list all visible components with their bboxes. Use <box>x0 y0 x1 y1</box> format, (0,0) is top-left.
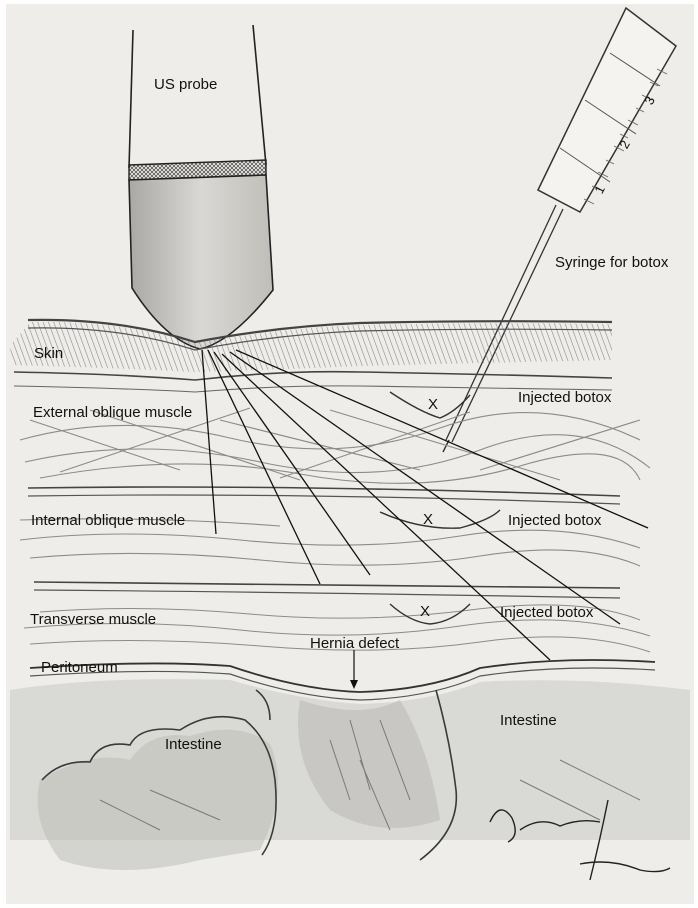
label-injected-botox-2: Injected botox <box>508 513 601 528</box>
us-probe <box>129 25 273 349</box>
label-external-oblique: External oblique muscle <box>33 405 192 420</box>
syringe <box>443 8 676 452</box>
label-intestine-left: Intestine <box>165 737 222 752</box>
injection-mark-2: X <box>423 512 433 527</box>
label-us-probe: US probe <box>154 77 217 92</box>
label-injected-botox-1: Injected botox <box>518 390 611 405</box>
label-hernia-defect: Hernia defect <box>310 636 399 651</box>
internal-oblique-boundary <box>34 582 620 598</box>
skin-layer <box>10 320 612 392</box>
label-internal-oblique: Internal oblique muscle <box>31 513 185 528</box>
label-peritoneum: Peritoneum <box>41 660 118 675</box>
label-transverse: Transverse muscle <box>30 612 156 627</box>
label-skin: Skin <box>34 346 63 361</box>
injection-mark-3: X <box>420 604 430 619</box>
label-injected-botox-3: Injected botox <box>500 605 593 620</box>
hernia-defect-arrow <box>350 650 358 689</box>
external-oblique-boundary <box>28 487 620 504</box>
label-intestine-right: Intestine <box>500 713 557 728</box>
injection-mark-1: X <box>428 397 438 412</box>
label-syringe: Syringe for botox <box>555 255 668 270</box>
